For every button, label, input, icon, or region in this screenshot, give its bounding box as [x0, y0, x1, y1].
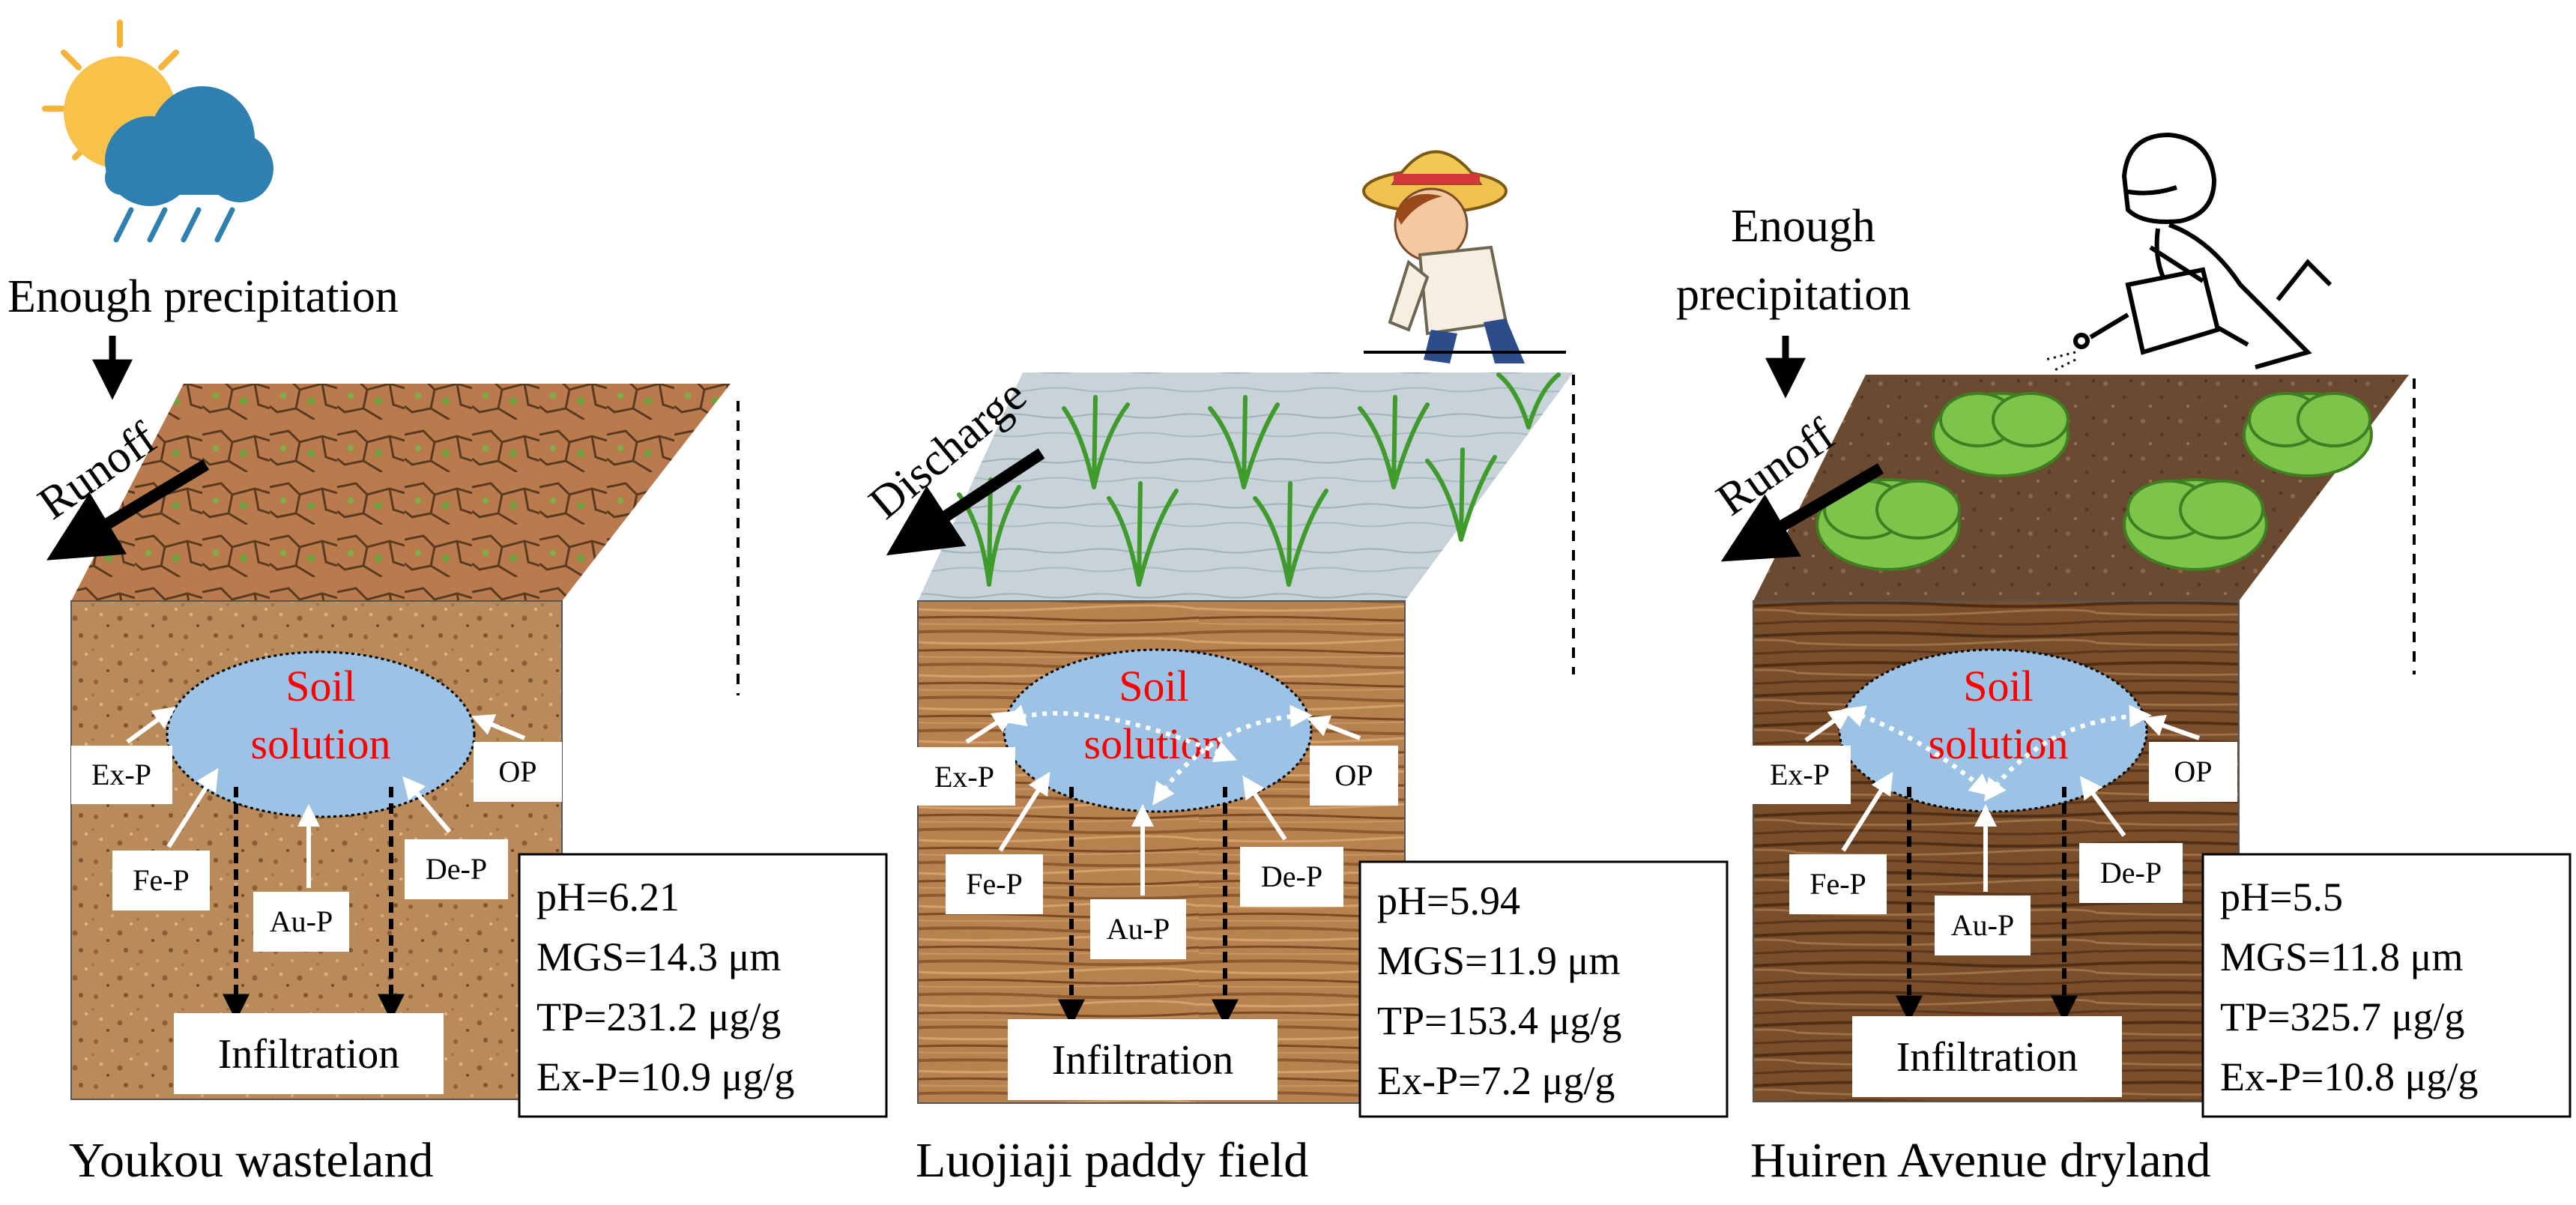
au-p-label: Au-P: [1107, 912, 1170, 946]
lettuce-plants: [1815, 392, 2373, 571]
fe-p-arrow: [1841, 771, 1893, 852]
panel-youkou-wasteland: Enough precipitation Runoff Soil solutio…: [7, 19, 888, 1188]
stat-ex-p: Ex-P=7.2 μg/g: [1377, 1058, 1615, 1103]
de-p-label: De-P: [1261, 860, 1322, 893]
de-p-arrow: [1242, 776, 1287, 841]
op-arrow: [2141, 714, 2201, 740]
ex-p-label: Ex-P: [1770, 758, 1830, 791]
ex-p-label: Ex-P: [934, 760, 994, 794]
site-name: Luojiaji paddy field: [916, 1133, 1308, 1188]
op-label: OP: [1334, 758, 1373, 792]
site-name: Huiren Avenue dryland: [1750, 1133, 2211, 1188]
infiltration-label: Infiltration: [1052, 1037, 1234, 1084]
panel-luojiaji-paddy-field: Discharge Soil solution Ex-P Fe-P Au-P D…: [859, 150, 1729, 1188]
soil-stats-box: [1358, 860, 1729, 1118]
internal-exchange-arrow-2: [1152, 704, 1313, 806]
stat-mgs: MGS=11.8 μm: [2220, 934, 2463, 979]
fe-p-label: Fe-P: [1809, 867, 1866, 901]
soil-solution-label-1: Soil: [1119, 662, 1189, 710]
de-p-label: De-P: [2100, 856, 2162, 890]
soil-solution-label-1: Soil: [1963, 662, 2034, 710]
farmer-in-straw-hat-icon: [1362, 150, 1566, 363]
sun-cloud-rain-icon: [42, 19, 273, 243]
surface-cracked-soil: [71, 384, 731, 601]
fe-p-label: Fe-P: [966, 867, 1023, 901]
stat-tp: TP=231.2 μg/g: [536, 994, 781, 1039]
stat-ph: pH=5.94: [1377, 878, 1520, 923]
precipitation-label-1: Enough: [1731, 201, 1875, 252]
stat-ph: pH=6.21: [536, 875, 680, 919]
rice-seedlings: [957, 372, 1561, 587]
ex-p-arrow: [1804, 708, 1852, 743]
soil-solution-label-2: solution: [1084, 719, 1224, 768]
de-p-arrow: [2079, 776, 2126, 837]
soil-stats-box: [518, 853, 888, 1118]
de-p-label: De-P: [426, 852, 487, 886]
stat-mgs: MGS=11.9 μm: [1377, 938, 1620, 983]
stat-tp: TP=153.4 μg/g: [1377, 998, 1621, 1043]
au-p-label: Au-P: [270, 904, 333, 938]
discharge-arrow: [886, 448, 1045, 556]
infiltration-label: Infiltration: [1896, 1034, 2078, 1081]
infiltration-label: Infiltration: [218, 1031, 400, 1078]
op-arrow: [1306, 715, 1361, 740]
au-p-label: Au-P: [1951, 908, 2014, 942]
stat-ph: pH=5.5: [2220, 875, 2343, 919]
de-p-arrow: [402, 776, 452, 833]
fe-p-arrow: [166, 767, 219, 848]
internal-exchange-arrow-1: [1842, 705, 1993, 797]
op-label: OP: [2174, 755, 2212, 788]
precipitation-label-2: precipitation: [1676, 269, 1911, 320]
op-label: OP: [498, 755, 536, 788]
stat-mgs: MGS=14.3 μm: [536, 934, 781, 979]
fe-p-label: Fe-P: [133, 863, 190, 897]
internal-exchange-arrow-1: [1003, 704, 1238, 762]
soil-solution-label-1: Soil: [285, 662, 356, 710]
precipitation-label: Enough precipitation: [7, 271, 399, 322]
soil-solution-label-2: solution: [251, 719, 391, 768]
runoff-arrow: [1720, 463, 1884, 562]
stat-ex-p: Ex-P=10.9 μg/g: [536, 1054, 794, 1099]
site-name: Youkou wasteland: [69, 1133, 433, 1188]
ex-p-label: Ex-P: [91, 758, 151, 791]
soil-stats-box: [2201, 853, 2572, 1118]
internal-exchange-arrow-2: [1983, 704, 2152, 802]
panel-huiren-avenue-dryland: Enough precipitation Runoff: [1676, 132, 2572, 1188]
op-arrow: [471, 714, 526, 740]
person-with-watering-can-icon: [2045, 132, 2332, 372]
stat-ex-p: Ex-P=10.8 μg/g: [2220, 1054, 2478, 1099]
stat-tp: TP=325.7 μg/g: [2220, 994, 2464, 1039]
ex-p-arrow: [126, 706, 176, 744]
ex-p-arrow: [965, 710, 1016, 744]
fe-p-arrow: [998, 771, 1050, 852]
runoff-arrow: [46, 459, 210, 561]
